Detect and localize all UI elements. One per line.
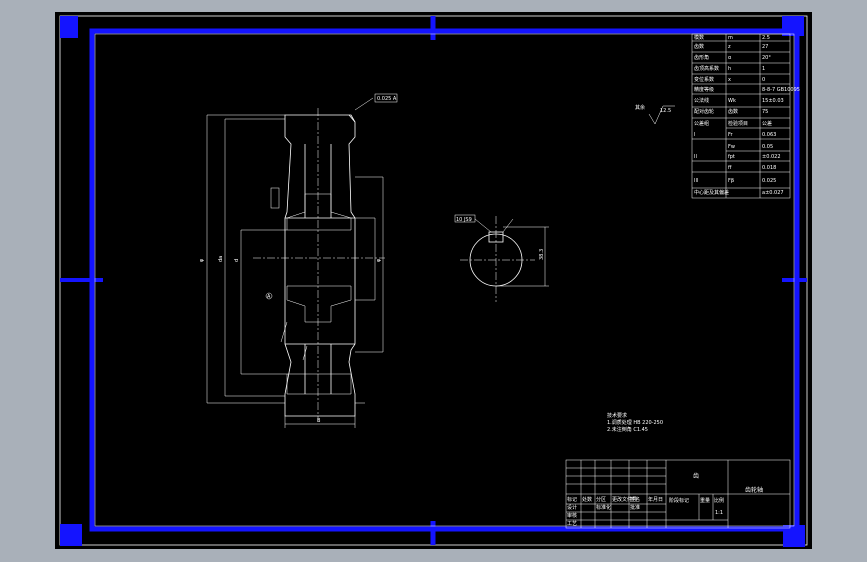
param-name: 精度等级	[694, 86, 714, 93]
technical-requirements: 技术要求 1.调质处理 HB 220-250 2.未注倒角 C1.45	[607, 412, 663, 433]
sheet-border	[59, 15, 808, 546]
param-value: 0.063	[762, 132, 776, 138]
param-name: 齿形角	[694, 54, 709, 61]
param-name: III	[694, 178, 698, 184]
gear-section-view: B φ da d φ 0.025 A A	[199, 93, 398, 428]
param-value: 8-8-7 GB10095	[762, 87, 800, 93]
roughness-note: 其余	[635, 104, 645, 111]
param-value: 27	[762, 44, 768, 50]
drawing-canvas: 模数 m 2.5 齿数 z 27 齿形角 α 20° 齿顶高系数 h 1 变位系数 x 0 精度等级 8-8-7…	[59, 15, 808, 547]
param-name: 配对齿轮	[694, 108, 714, 115]
param-name: 中心距及其偏差	[694, 189, 729, 196]
keyway-label: 10 JS9	[456, 217, 472, 223]
roughness-value: 12.5	[660, 108, 671, 114]
param-value: 公差	[762, 120, 772, 127]
param-value: 0.025	[762, 178, 776, 184]
surface-roughness-symbol: 其余 12.5	[635, 104, 675, 125]
keyway-depth: 38.3	[539, 249, 545, 260]
param-symbol: Wk	[728, 98, 736, 104]
param-name: 公法线	[694, 97, 709, 104]
dim-hub-diameter: φ	[376, 258, 382, 262]
tech-note-2: 2.未注倒角 C1.45	[607, 426, 648, 433]
dim-pitch-diameter: d	[234, 259, 240, 262]
parameter-table: 模数 m 2.5 齿数 z 27 齿形角 α 20° 齿顶高系数 h 1 变位系数 x 0 精度等级 8-8-7…	[691, 33, 800, 199]
param-name: 齿顶高系数	[694, 65, 719, 72]
tb-label-review: 审核	[567, 512, 577, 519]
keyway-detail-view: 10 JS9 38.3	[454, 214, 549, 302]
tb-row-doc: 更改文件号	[612, 496, 637, 503]
param-symbol: ff	[728, 165, 732, 171]
tech-note-title: 技术要求	[607, 412, 627, 419]
tb-drawing-name: 齿轮轴	[745, 486, 763, 494]
corner-mark-br	[783, 525, 805, 547]
tb-label-stage: 阶段标记	[669, 497, 689, 504]
dim-tip-diameter: da	[218, 256, 224, 262]
param-symbol: m	[728, 35, 733, 41]
param-name: 模数	[694, 34, 704, 41]
datum-label: A	[267, 294, 271, 300]
tb-label-weight: 重量	[700, 497, 710, 504]
tb-scale-value: 1:1	[715, 510, 723, 516]
tb-row-date: 年月日	[648, 496, 663, 503]
param-name: 齿数	[694, 43, 704, 50]
param-value: 75	[762, 109, 768, 115]
cad-viewport[interactable]: 模数 m 2.5 齿数 z 27 齿形角 α 20° 齿顶高系数 h 1 变位系数 x 0 精度等级 8-8-7…	[55, 12, 812, 549]
tb-label-approve: 批准	[630, 504, 640, 511]
tb-label-process: 工艺	[567, 521, 577, 527]
corner-mark-tr	[782, 16, 804, 36]
tb-label-standard: 标准化	[596, 504, 611, 511]
tb-label-scale: 比例	[714, 497, 724, 504]
param-symbol: Fr	[728, 132, 734, 138]
param-name: II	[694, 154, 697, 160]
param-value: 20°	[762, 55, 771, 61]
tb-row-count: 处数	[582, 496, 592, 503]
inner-frame	[94, 33, 795, 527]
drawing-frame	[89, 28, 800, 532]
param-value: ±0.022	[762, 154, 781, 160]
tech-note-1: 1.调质处理 HB 220-250	[607, 419, 663, 426]
param-value: 0	[762, 77, 765, 83]
param-symbol: Fβ	[728, 178, 734, 184]
corner-mark-bl	[60, 524, 82, 546]
param-symbol: Fw	[728, 144, 735, 150]
tb-center-text: 齿	[693, 472, 699, 480]
tb-row-zone: 分区	[596, 496, 606, 503]
param-value: a±0.027	[762, 190, 784, 196]
param-symbol: fpt	[728, 154, 735, 160]
param-symbol: 检验项目	[728, 120, 748, 127]
title-block: 标记 处数 分区 更改文件号 签名 年月日 设计 审核 工艺 标准化 批准 阶段…	[565, 459, 791, 529]
param-value: 0.018	[762, 165, 776, 171]
tolerance-frame: 0.025 A	[377, 96, 397, 102]
param-symbol: α	[728, 55, 732, 61]
corner-mark-tl	[60, 16, 78, 38]
param-value: 0.05	[762, 144, 773, 150]
tb-row-mark: 标记	[567, 496, 577, 503]
param-symbol: 齿数	[728, 108, 738, 115]
param-value: 15±0.03	[762, 98, 784, 104]
param-symbol: h	[728, 66, 731, 72]
tb-row-sign: 签名	[630, 496, 640, 503]
param-name: I	[694, 132, 695, 138]
param-value: 1	[762, 66, 765, 72]
tb-label-design: 设计	[567, 504, 577, 511]
param-value: 2.5	[762, 35, 770, 41]
param-symbol: z	[728, 44, 731, 50]
param-name: 公差组	[694, 120, 709, 127]
param-symbol: x	[728, 77, 731, 83]
dim-width: B	[317, 418, 321, 424]
param-name: 变位系数	[694, 76, 714, 83]
dim-outer-diameter: φ	[199, 258, 205, 262]
